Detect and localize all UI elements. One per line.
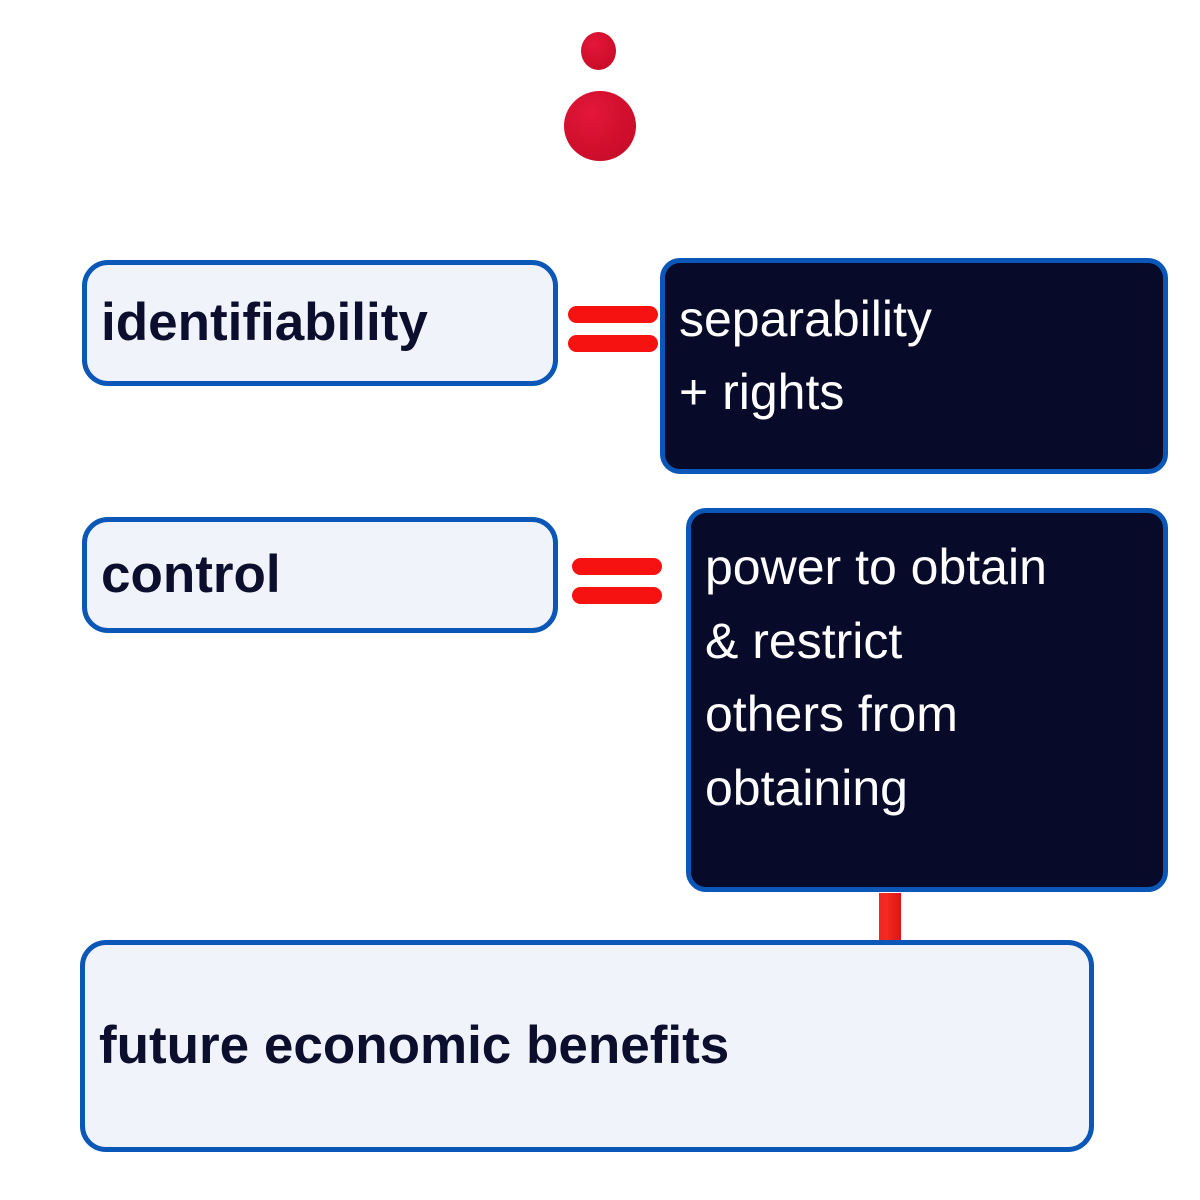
- equals-bar-bottom: [568, 335, 658, 352]
- equals-bar-top: [568, 306, 658, 323]
- outcome-box-future-economic-benefits[interactable]: future economic benefits: [80, 940, 1094, 1152]
- definition-box-control-power[interactable]: power to obtain & restrict others from o…: [686, 508, 1168, 892]
- red-dot-large-icon: [564, 91, 636, 161]
- equals-sign-icon-1: [568, 306, 658, 352]
- equals-bar-bottom: [572, 587, 662, 604]
- term-box-control[interactable]: control: [82, 517, 558, 633]
- definition-label-control-power: power to obtain & restrict others from o…: [705, 539, 1047, 816]
- definition-label-separability: separability + rights: [679, 291, 932, 420]
- definition-box-separability[interactable]: separability + rights: [660, 258, 1168, 474]
- outcome-label: future economic benefits: [99, 1016, 730, 1076]
- red-dot-small-icon: [581, 32, 616, 70]
- equals-sign-icon-2: [572, 558, 662, 604]
- term-label-control: control: [101, 545, 281, 605]
- term-box-identifiability[interactable]: identifiability: [82, 260, 558, 386]
- term-label-identifiability: identifiability: [101, 293, 428, 353]
- equals-bar-top: [572, 558, 662, 575]
